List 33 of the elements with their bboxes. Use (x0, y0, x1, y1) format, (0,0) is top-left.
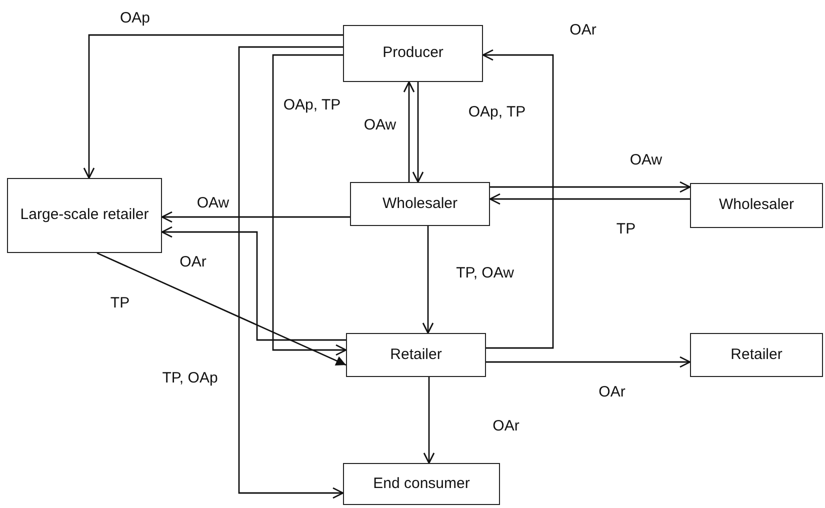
edge-label: OAp, TP (282, 96, 342, 114)
process-box (690, 183, 823, 228)
arrow (161, 226, 346, 341)
edge-label: TP, OAp (161, 370, 219, 386)
arrow (161, 211, 350, 223)
node-label: End consumer (373, 474, 470, 494)
process-box (690, 333, 823, 377)
arrow (412, 82, 424, 183)
edge-label: OAp, TP (467, 104, 527, 120)
process-box (343, 463, 500, 505)
node-label: Retailer (730, 346, 782, 364)
node-label: Retailer (390, 346, 442, 364)
process-box (350, 182, 490, 226)
arrow (490, 181, 691, 193)
process-box (346, 333, 486, 377)
edge-label: TP, OAw (455, 264, 515, 282)
node-label: Large-scale retailer (20, 206, 149, 225)
process-box (343, 25, 483, 82)
arrow (486, 356, 691, 368)
arrow (422, 226, 434, 334)
arrow (83, 34, 343, 179)
node-label: Wholesaler (718, 196, 794, 215)
arrow (272, 54, 347, 356)
node-label: Wholesaler (382, 194, 458, 214)
arrow (423, 377, 435, 464)
process-box (7, 178, 162, 253)
arrow (482, 49, 554, 349)
arrow (238, 46, 344, 499)
arrow (403, 81, 415, 182)
node-label: Producer (382, 44, 444, 63)
arrow (489, 193, 690, 205)
arrow (96, 252, 346, 366)
edge-label: OAp (119, 10, 151, 26)
